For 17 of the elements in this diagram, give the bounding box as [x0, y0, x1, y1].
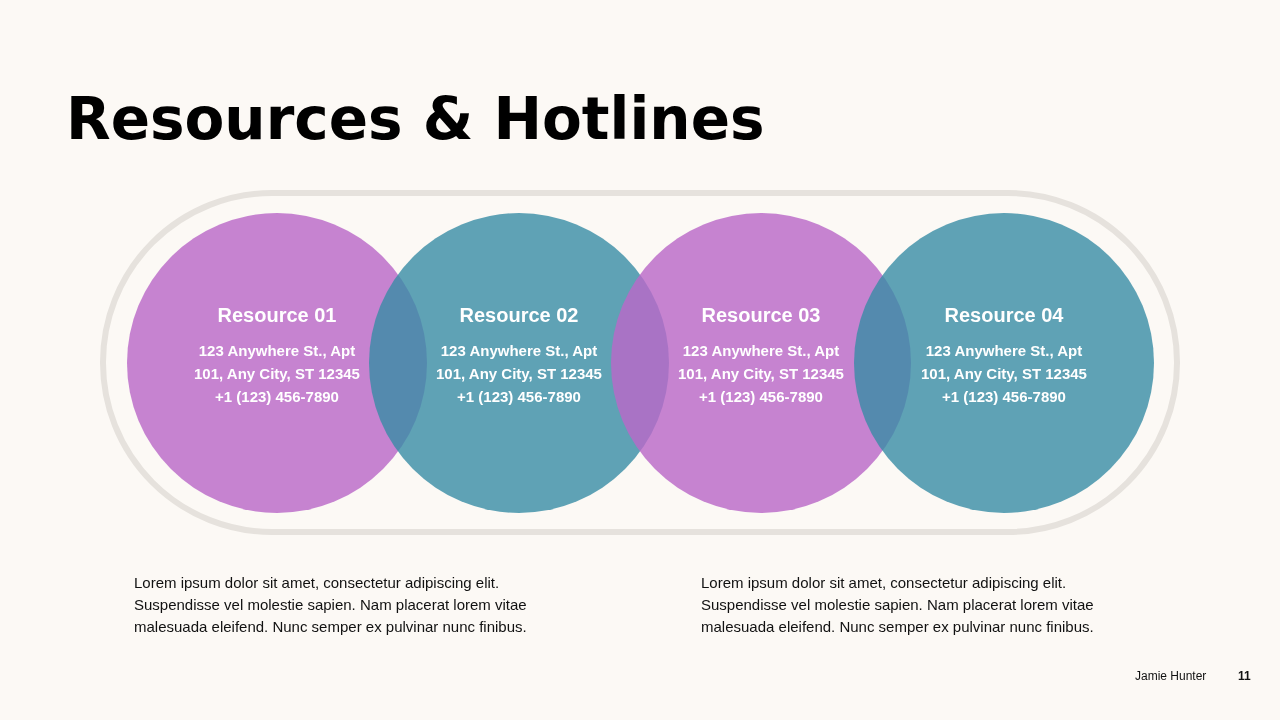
phone-number: +1 (123) 456-7890 — [457, 387, 581, 407]
resource-heading: Resource 02 — [459, 304, 579, 327]
address-text: 123 Anywhere St., Apt 101, Any City, ST 12345 — [193, 341, 361, 384]
resource-heading: Resource 03 — [701, 304, 821, 327]
address-text: 123 Anywhere St., Apt 101, Any City, ST 12345 — [435, 341, 603, 384]
page-number: 11 — [1238, 669, 1251, 683]
resource-heading: Resource 01 — [217, 304, 337, 327]
resource-heading: Resource 04 — [944, 304, 1064, 327]
slide-title: Resources & Hotlines — [66, 88, 765, 152]
presenter-name: Jamie Hunter — [1135, 669, 1207, 683]
body-paragraph: Lorem ipsum dolor sit amet, consectetur adipiscing elit. Suspendisse vel molestie sapien. Nam placerat lorem vitae malesuada eleifend. Nunc semper ex pulvinar nunc finibus. — [701, 573, 1095, 637]
body-paragraph: Lorem ipsum dolor sit amet, consectetur adipiscing elit. Suspendisse vel molestie sapien. Nam placerat lorem vitae malesuada eleifend. Nunc semper ex pulvinar nunc finibus. — [134, 573, 528, 637]
phone-number: +1 (123) 456-7890 — [942, 387, 1066, 407]
address-text: 123 Anywhere St., Apt 101, Any City, ST 12345 — [677, 341, 845, 384]
phone-number: +1 (123) 456-7890 — [215, 387, 339, 407]
address-text: 123 Anywhere St., Apt 101, Any City, ST 12345 — [920, 341, 1088, 384]
phone-number: +1 (123) 456-7890 — [699, 387, 823, 407]
